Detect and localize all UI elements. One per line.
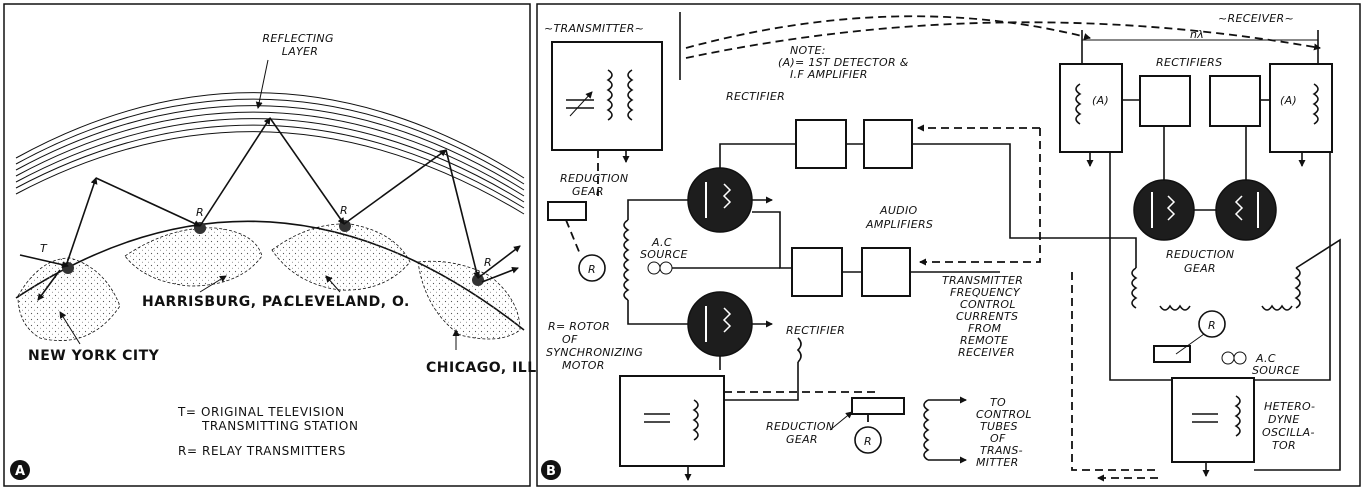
coverage-zone-new-york xyxy=(17,257,121,341)
city-chicago: CHICAGO, ILL. xyxy=(426,360,542,376)
reduction-gear-bottom-box xyxy=(851,397,905,415)
receiver-tube-left xyxy=(1133,179,1195,241)
mark-r-1: R xyxy=(196,206,204,219)
radio-path-1 xyxy=(685,15,1091,49)
transmitter-title: ~TRANSMITTER~ xyxy=(544,22,644,35)
heterodyne-oscillator-box xyxy=(1171,377,1255,463)
reduction-gear-left-box xyxy=(547,201,587,221)
detector-a-right xyxy=(1269,63,1333,153)
station-cleveland xyxy=(339,220,351,232)
city-cleveland: CLEVELAND, O. xyxy=(284,294,410,310)
rectifiers-label: RECTIFIERS xyxy=(1156,56,1222,69)
transmitter-tube-bottom xyxy=(687,291,753,357)
note-label: NOTE: (A)= 1ST DETECTOR & I.F AMPLIFIER xyxy=(778,44,912,81)
panel-b-badge xyxy=(541,460,561,480)
transmitter-box xyxy=(551,41,663,151)
transmitter-coil-2 xyxy=(627,69,634,121)
ac-source-coil xyxy=(623,219,630,301)
receiver-tube-right xyxy=(1215,179,1277,241)
rectifier-right-1 xyxy=(1139,75,1191,127)
control-tubes-label: TO CONTROL TUBES OF TRANS- MITTER xyxy=(976,396,1036,469)
reduction-gear-right-label: REDUCTION GEAR xyxy=(1166,248,1238,275)
detector-a-left xyxy=(1059,63,1123,153)
legend-line-3: R= RELAY TRANSMITTERS xyxy=(178,444,346,458)
audio-amplifiers-label: AUDIO AMPLIFIERS xyxy=(865,204,933,231)
rectifier-bottom-label: RECTIFIER xyxy=(786,324,845,337)
heterodyne-oscillator-label: HETERO- DYNE OSCILLA- TOR xyxy=(1262,400,1319,452)
rotor-right-mark: R xyxy=(1208,319,1216,332)
audio-amp-bottom xyxy=(861,247,911,297)
transmitter-capacitor xyxy=(566,91,594,117)
pointer-harrisburg xyxy=(199,275,227,293)
mark-r-2: R xyxy=(340,204,348,217)
mark-r-3: R xyxy=(484,256,492,269)
detector-a-right-mark: (A) xyxy=(1280,94,1297,107)
detector-a-left-mark: (A) xyxy=(1092,94,1109,107)
rotor-right xyxy=(1198,310,1226,338)
reflecting-layer-pointer xyxy=(255,59,269,109)
n-lambda-label: nλ xyxy=(1190,28,1204,41)
control-path-bottom xyxy=(1071,272,1158,471)
reduction-gear-bottom-label: REDUCTION GEAR xyxy=(766,420,838,446)
relay-ray-paths xyxy=(19,117,521,301)
rotor-bottom xyxy=(854,426,882,454)
mark-t: T xyxy=(40,242,48,255)
panel-b-badge-letter: B xyxy=(546,464,556,479)
city-harrisburg: HARRISBURG, PA. xyxy=(142,294,289,310)
city-new-york: NEW YORK CITY xyxy=(28,348,160,364)
transmitter-tube-top xyxy=(687,167,753,233)
reduction-gear-left-label: REDUCTION GEAR xyxy=(560,172,632,198)
bottom-transmitter-box xyxy=(619,375,725,467)
control-currents-label: TRANSMITTER FREQUENCY CONTROL CURRENTS F… xyxy=(942,274,1027,359)
reflecting-layer-label: REFLECTING LAYER xyxy=(262,32,337,58)
coverage-zone-chicago xyxy=(417,260,521,340)
panel-a: REFLECTING LAYER T R R xyxy=(3,3,542,487)
panel-b: ~TRANSMITTER~ ~RECEIVER~ nλ NOTE: (A)= 1… xyxy=(536,3,1361,487)
rotor-bottom-mark: R xyxy=(864,435,872,448)
panel-a-frame xyxy=(3,3,531,487)
radio-path-2 xyxy=(685,21,1321,59)
rectifier-top xyxy=(795,119,847,169)
legend-line-1: T= ORIGINAL TELEVISION xyxy=(177,405,345,419)
transmitter-coil xyxy=(606,69,613,121)
rotor-left xyxy=(578,254,606,282)
legend-line-2: TRANSMITTING STATION xyxy=(201,419,359,433)
ac-source-left-label: A.C SOURCE xyxy=(640,236,688,261)
rotor-left-mark: R xyxy=(588,263,596,276)
control-path-top xyxy=(919,128,1041,266)
pointer-new-york xyxy=(59,311,81,345)
rectifier-top-label: RECTIFIER xyxy=(726,90,785,103)
coverage-zone-harrisburg xyxy=(124,227,263,287)
ac-source-right-label: A.C SOURCE xyxy=(1252,352,1300,377)
panel-a-badge xyxy=(10,460,30,480)
rectifier-right-2 xyxy=(1209,75,1261,127)
station-new-york xyxy=(62,262,74,274)
pointer-cleveland xyxy=(325,275,341,293)
control-tubes-coil xyxy=(923,399,930,461)
rotor-note-label: R= ROTOR OF SYNCHRONIZING MOTOR xyxy=(546,320,647,372)
audio-amp-top xyxy=(863,119,913,169)
coverage-zone-cleveland xyxy=(271,223,411,291)
receiver-title: ~RECEIVER~ xyxy=(1218,12,1294,25)
rectifier-bottom xyxy=(791,247,843,297)
panel-a-badge-letter: A xyxy=(15,464,25,479)
